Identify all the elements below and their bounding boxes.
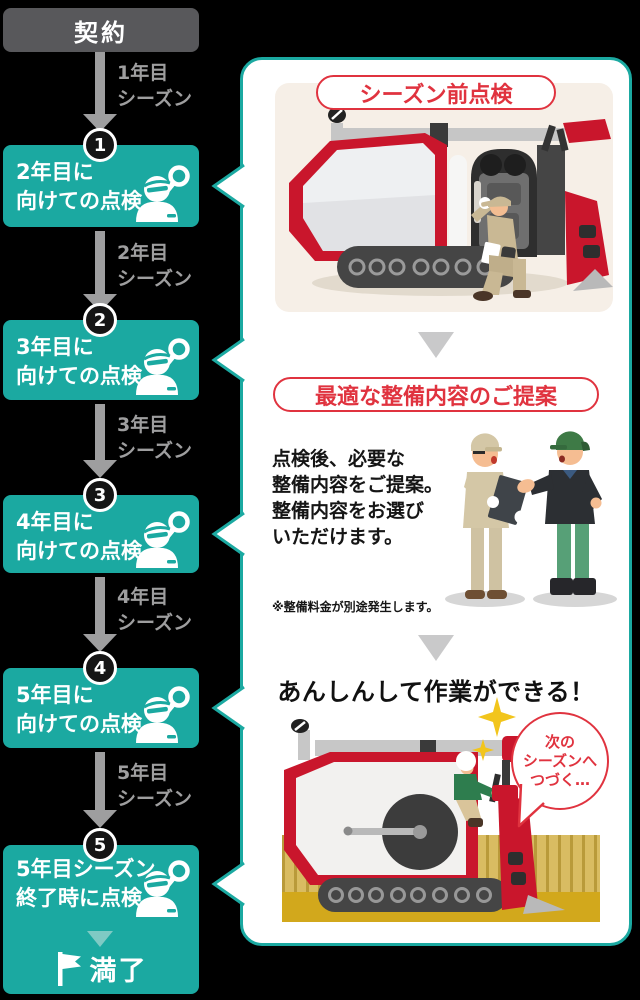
- season-arrow-5: [80, 752, 120, 828]
- arrow-line: [95, 52, 105, 114]
- season-label-4: 4年目 シーズン: [117, 586, 193, 634]
- inspector-magnifier-icon: [136, 860, 190, 917]
- inspector-magnifier-icon: [136, 511, 190, 568]
- arrow-head-icon: [83, 810, 117, 828]
- inspector-magnifier-icon: [136, 165, 190, 222]
- step-badge-5: 5: [83, 828, 117, 862]
- panel-pointer-1: [211, 163, 246, 209]
- arrow-head-icon: [83, 634, 117, 652]
- season-label-1: 1年目 シーズン: [117, 62, 193, 110]
- preseason-title-pill: シーズン前点検: [316, 75, 556, 110]
- season-label-2: 2年目 シーズン: [117, 242, 193, 290]
- season-arrow-1: [80, 52, 120, 132]
- bubble-tail-icon: [517, 783, 545, 828]
- flow-down-arrow-1: [418, 332, 454, 358]
- inspector-magnifier-icon: [136, 686, 190, 743]
- proposal-body-text: 点検後、必要な 整備内容をご提案。 整備内容をお選び いただけます。: [272, 448, 444, 548]
- completion-row: 満了: [3, 949, 199, 988]
- step-box-5: 5年目シーズン終了時に点検 満了: [3, 845, 199, 994]
- completion-label: 満了: [89, 956, 148, 987]
- step-label: 3年目に向けての点検: [16, 335, 142, 388]
- step-badge-1: 1: [83, 128, 117, 162]
- step-label: 4年目に向けての点検: [16, 510, 142, 563]
- step-badge-2: 2: [83, 303, 117, 337]
- next-season-bubble: 次の シーズンへ つづく…: [511, 712, 609, 810]
- flag-icon: [57, 951, 81, 986]
- arrow-head-icon: [83, 114, 117, 132]
- completion-arrow-icon: [87, 931, 113, 947]
- proposal-title-pill: 最適な整備内容のご提案: [273, 377, 599, 412]
- step-label: 5年目に向けての点検: [16, 683, 142, 736]
- arrow-line: [95, 231, 105, 294]
- combine-inspection-illustration: [289, 107, 613, 301]
- panel-pointer-5: [211, 861, 246, 907]
- step-label: 5年目シーズン終了時に点検: [16, 857, 156, 910]
- result-heading: あんしんして作業ができる！: [277, 678, 595, 706]
- detail-panel: シーズン前点検: [240, 57, 632, 946]
- season-arrow-2: [80, 231, 120, 312]
- inspection-illustration-card: [275, 83, 613, 312]
- season-label-5: 5年目 シーズン: [117, 762, 193, 810]
- step-box-1: 2年目に向けての点検: [3, 145, 199, 227]
- step-badge-3: 3: [83, 478, 117, 512]
- arrow-head-icon: [83, 460, 117, 478]
- flow-down-arrow-2: [418, 635, 454, 661]
- contract-box: 契約: [3, 8, 199, 52]
- proposal-people-illustration: [445, 431, 617, 607]
- panel-pointer-4: [211, 685, 246, 731]
- proposal-note: ※整備料金が別途発生します。: [272, 600, 439, 614]
- step-label: 2年目に向けての点検: [16, 160, 142, 213]
- panel-pointer-2: [211, 337, 246, 383]
- arrow-line: [95, 577, 105, 634]
- harvest-field-illustration: [282, 719, 600, 922]
- step-badge-4: 4: [83, 651, 117, 685]
- arrow-line: [95, 752, 105, 810]
- arrow-line: [95, 404, 105, 460]
- contract-label: 契約: [74, 18, 128, 47]
- season-label-3: 3年目 シーズン: [117, 414, 193, 462]
- inspector-magnifier-icon: [136, 338, 190, 395]
- inspector-figure: [471, 196, 531, 301]
- sparkle-icons: [472, 697, 516, 761]
- season-arrow-3: [80, 404, 120, 478]
- panel-pointer-3: [211, 511, 246, 557]
- season-arrow-4: [80, 577, 120, 652]
